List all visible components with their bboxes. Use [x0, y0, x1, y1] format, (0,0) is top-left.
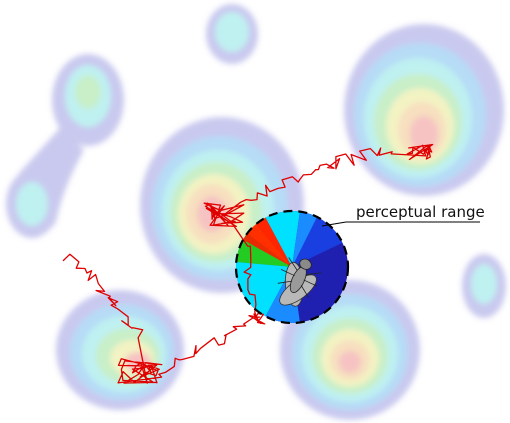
density-patch-left-middle — [6, 170, 58, 238]
perception-field — [236, 211, 348, 323]
annotation: perceptual range — [321, 203, 485, 227]
fly-icon — [277, 257, 322, 307]
trajectory-path — [62, 143, 434, 384]
trajectory — [62, 143, 434, 384]
perceptual-range-circle — [234, 209, 350, 325]
perceptual-range-label: perceptual range — [356, 203, 485, 221]
annotation-leader-line — [321, 221, 347, 227]
density-patch-bottom-left — [56, 290, 184, 410]
density-landscape — [6, 4, 506, 420]
density-patch-top — [206, 4, 258, 64]
density-patch-left-upper — [52, 54, 124, 146]
density-patch-right-small — [462, 254, 506, 318]
density-patch-top-right — [344, 24, 504, 196]
